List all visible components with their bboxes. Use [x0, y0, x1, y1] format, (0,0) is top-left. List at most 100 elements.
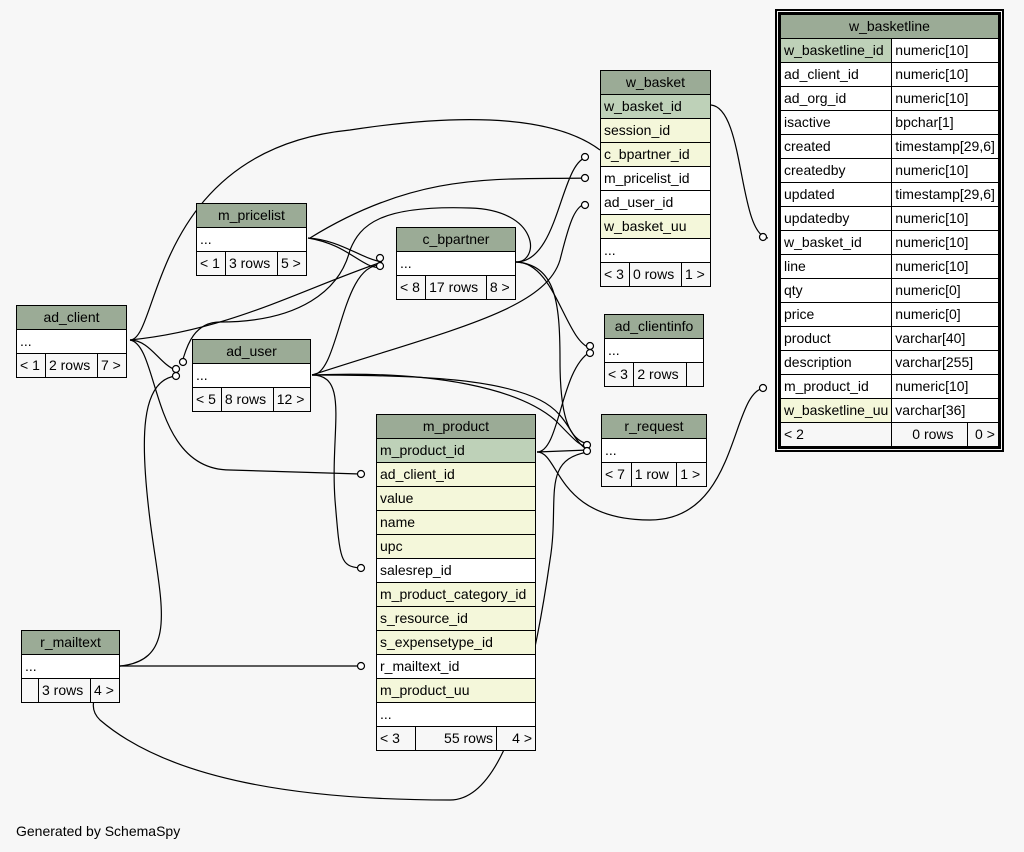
parents-link[interactable]: < 3: [600, 262, 630, 287]
children-link[interactable]: 5 >: [277, 251, 307, 276]
parents-link[interactable]: < 1: [16, 353, 46, 378]
column-name: ...: [376, 702, 536, 727]
column-type: numeric[10]: [891, 158, 1000, 183]
row-count: 0 rows: [628, 262, 683, 287]
row-count: 8 rows: [220, 387, 274, 412]
children-link[interactable]: 0 >: [966, 422, 1000, 448]
row-count: 2 rows: [633, 362, 687, 387]
column-name: ...: [604, 338, 704, 363]
column-name: updated: [778, 182, 893, 207]
column-type: numeric[10]: [891, 206, 1000, 231]
row-count: 55 rows: [414, 726, 498, 751]
column-name: w_basket_uu: [600, 214, 711, 239]
children-link[interactable]: 4 >: [496, 726, 536, 751]
table-ad-user[interactable]: ad_user ... < 5 8 rows 12 >: [192, 339, 312, 412]
table-title[interactable]: m_product: [376, 414, 536, 439]
row-count: 1 row: [630, 462, 678, 487]
table-title[interactable]: w_basket: [600, 70, 711, 95]
column-name: qty: [778, 278, 893, 303]
column-type: numeric[0]: [891, 278, 1000, 303]
column-type: numeric[0]: [891, 302, 1000, 327]
row-count: 17 rows: [425, 275, 487, 300]
parents-link[interactable]: < 3: [603, 362, 635, 387]
table-title[interactable]: ad_client: [16, 305, 127, 330]
column-name: w_basket_id: [778, 230, 893, 255]
column-name: ...: [192, 363, 311, 388]
children-link[interactable]: 1 >: [676, 462, 707, 487]
children-link[interactable]: [686, 362, 704, 387]
column-name: createdby: [778, 158, 893, 183]
column-type: numeric[10]: [891, 86, 1000, 111]
column-type: numeric[10]: [891, 254, 1000, 279]
column-name: ...: [600, 238, 711, 263]
table-ad-clientinfo[interactable]: ad_clientinfo ... < 3 2 rows: [603, 314, 704, 387]
footer-credit: Generated by SchemaSpy: [16, 823, 181, 839]
table-title[interactable]: r_request: [601, 414, 707, 439]
column-name: ...: [196, 227, 307, 252]
column-name: isactive: [778, 110, 893, 135]
column-name: s_expensetype_id: [376, 630, 536, 655]
table-m-pricelist[interactable]: m_pricelist ... < 1 3 rows 5 >: [196, 203, 307, 276]
children-link[interactable]: 12 >: [272, 387, 312, 412]
table-title[interactable]: r_mailtext: [21, 630, 120, 655]
table-title[interactable]: ad_user: [192, 339, 311, 364]
row-count: 3 rows: [224, 251, 279, 276]
column-name: ad_user_id: [600, 190, 711, 215]
column-type: numeric[10]: [891, 374, 1000, 399]
column-name: w_basketline_id: [778, 38, 893, 63]
column-type: numeric[10]: [891, 38, 1000, 63]
column-name: ad_client_id: [778, 62, 893, 87]
row-count: 2 rows: [44, 353, 99, 378]
children-link[interactable]: 7 >: [97, 353, 127, 378]
column-name: name: [376, 510, 536, 535]
column-name: ad_client_id: [376, 462, 536, 487]
column-name: ad_org_id: [778, 86, 893, 111]
column-name: description: [778, 350, 893, 375]
column-name: s_resource_id: [376, 606, 536, 631]
column-name: w_basket_id: [600, 94, 711, 119]
table-title[interactable]: m_pricelist: [196, 203, 307, 228]
table-m-product[interactable]: m_product m_product_id ad_client_id valu…: [376, 414, 536, 751]
parents-link[interactable]: < 3: [376, 726, 416, 751]
parents-link[interactable]: < 5: [192, 387, 222, 412]
column-name: c_bpartner_id: [600, 142, 711, 167]
column-name: ...: [21, 654, 120, 679]
parents-link[interactable]: < 8: [395, 275, 427, 300]
parents-link[interactable]: < 7: [601, 462, 632, 487]
table-title[interactable]: ad_clientinfo: [604, 314, 704, 339]
parents-link[interactable]: < 2: [778, 422, 893, 448]
column-type: numeric[10]: [891, 62, 1000, 87]
children-link[interactable]: 1 >: [681, 262, 711, 287]
column-name: upc: [376, 534, 536, 559]
column-type: varchar[255]: [891, 350, 1000, 375]
column-name: m_product_id: [376, 438, 536, 463]
table-r-request[interactable]: r_request ... < 7 1 row 1 >: [601, 414, 707, 487]
column-name: product: [778, 326, 893, 351]
column-name: r_mailtext_id: [376, 654, 536, 679]
table-ad-client[interactable]: ad_client ... < 1 2 rows 7 >: [16, 305, 127, 378]
column-name: line: [778, 254, 893, 279]
column-name: m_product_category_id: [376, 582, 536, 607]
table-c-bpartner[interactable]: c_bpartner ... < 8 17 rows 8 >: [395, 227, 517, 300]
table-w-basket[interactable]: w_basket w_basket_id session_id c_bpartn…: [600, 70, 711, 287]
children-link[interactable]: 8 >: [485, 275, 517, 300]
column-name: m_pricelist_id: [600, 166, 711, 191]
parents-link[interactable]: [21, 678, 39, 703]
column-name: m_product_id: [778, 374, 893, 399]
table-title[interactable]: c_bpartner: [396, 227, 516, 252]
column-type: timestamp[29,6]: [891, 182, 1000, 207]
column-name: created: [778, 134, 893, 159]
column-name: ...: [601, 438, 707, 463]
column-name: m_product_uu: [376, 678, 536, 703]
column-type: timestamp[29,6]: [891, 134, 1000, 159]
parents-link[interactable]: < 1: [196, 251, 226, 276]
column-type: varchar[40]: [891, 326, 1000, 351]
row-count: 0 rows: [891, 422, 968, 448]
column-type: varchar[36]: [891, 398, 1000, 423]
column-name: ...: [396, 251, 516, 276]
table-r-mailtext[interactable]: r_mailtext ... 3 rows 4 >: [21, 630, 120, 703]
table-title[interactable]: w_basketline: [779, 13, 1000, 39]
column-name: session_id: [600, 118, 711, 143]
children-link[interactable]: 4 >: [90, 678, 120, 703]
